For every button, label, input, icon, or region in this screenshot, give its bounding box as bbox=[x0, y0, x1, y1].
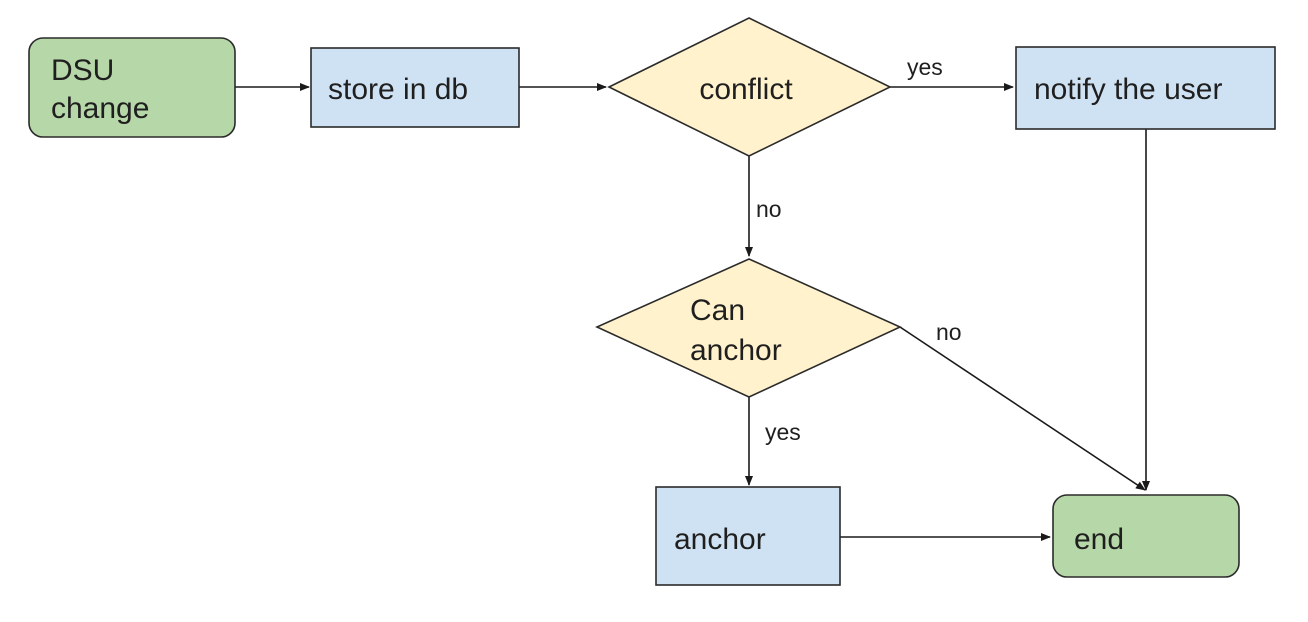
node-store-in-db-label: store in db bbox=[328, 73, 468, 106]
node-notify-the-user-shape bbox=[1015, 46, 1276, 130]
node-dsu-change: DSU change bbox=[28, 37, 236, 138]
edge-label-conflict-no: no bbox=[756, 196, 782, 222]
node-end-shape bbox=[1052, 494, 1240, 578]
edge-label-can-anchor-yes: yes bbox=[765, 419, 801, 445]
node-can-anchor-shape bbox=[595, 258, 902, 398]
node-notify-the-user-label: notify the user bbox=[1034, 73, 1222, 106]
node-end-label: end bbox=[1074, 523, 1124, 556]
node-anchor: anchor bbox=[655, 486, 841, 586]
edge-label-can-anchor-no: no bbox=[936, 319, 962, 345]
node-dsu-change-label-line2: change bbox=[51, 92, 149, 125]
node-store-in-db-shape bbox=[310, 47, 520, 128]
node-notify-the-user: notify the user bbox=[1015, 46, 1276, 130]
node-can-anchor: Can anchor bbox=[595, 258, 902, 398]
node-can-anchor-label-line1: Can bbox=[690, 294, 745, 327]
node-conflict-label: conflict bbox=[699, 73, 793, 106]
node-can-anchor-label-line2: anchor bbox=[690, 334, 782, 367]
node-store-in-db: store in db bbox=[310, 47, 520, 128]
node-conflict: conflict bbox=[607, 17, 892, 157]
edge-label-conflict-yes: yes bbox=[907, 54, 943, 80]
node-anchor-shape bbox=[655, 486, 841, 586]
node-dsu-change-label-line1: DSU bbox=[51, 54, 114, 87]
node-dsu-change-shape bbox=[28, 37, 236, 138]
node-anchor-label: anchor bbox=[674, 523, 766, 556]
node-conflict-shape bbox=[607, 17, 892, 157]
node-end: end bbox=[1052, 494, 1240, 578]
edge-can-anchor-to-end bbox=[899, 326, 1146, 491]
